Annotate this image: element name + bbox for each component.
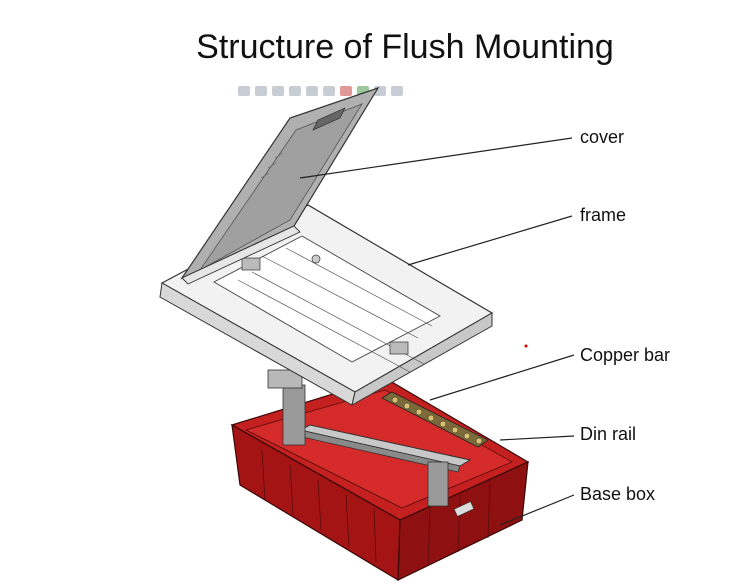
label-cover: cover bbox=[580, 127, 625, 147]
diagram-title: Structure of Flush Mounting bbox=[196, 28, 614, 66]
base-box-leader-line bbox=[499, 494, 575, 526]
monitor-icon bbox=[391, 86, 403, 96]
base-box bbox=[230, 377, 530, 582]
label-din-rail: Din rail bbox=[580, 424, 637, 444]
din-rail bbox=[267, 369, 472, 507]
din-rail-leader-line bbox=[499, 435, 575, 441]
pan-icon bbox=[272, 86, 284, 96]
zoom-in-icon bbox=[238, 86, 250, 96]
render-icon bbox=[374, 86, 386, 96]
leader-lines bbox=[299, 137, 575, 526]
zoom-out-icon bbox=[255, 86, 267, 96]
display-icon bbox=[306, 86, 318, 96]
frame-leader-line bbox=[407, 215, 573, 266]
stray-dot bbox=[524, 344, 528, 348]
copper-bar bbox=[381, 391, 489, 448]
label-frame: frame bbox=[580, 205, 627, 225]
cover-leader-line bbox=[299, 137, 573, 179]
frame bbox=[159, 204, 494, 406]
label-copper-bar: Copper bar bbox=[580, 345, 671, 365]
label-base-box: Base box bbox=[580, 484, 656, 504]
view-icon bbox=[289, 86, 301, 96]
appearance-icon bbox=[340, 86, 352, 96]
cad-toolbar bbox=[238, 84, 460, 98]
cover bbox=[180, 86, 380, 285]
scene-icon bbox=[357, 86, 369, 96]
section-icon bbox=[323, 86, 335, 96]
copper-bar-leader-line bbox=[429, 354, 575, 401]
